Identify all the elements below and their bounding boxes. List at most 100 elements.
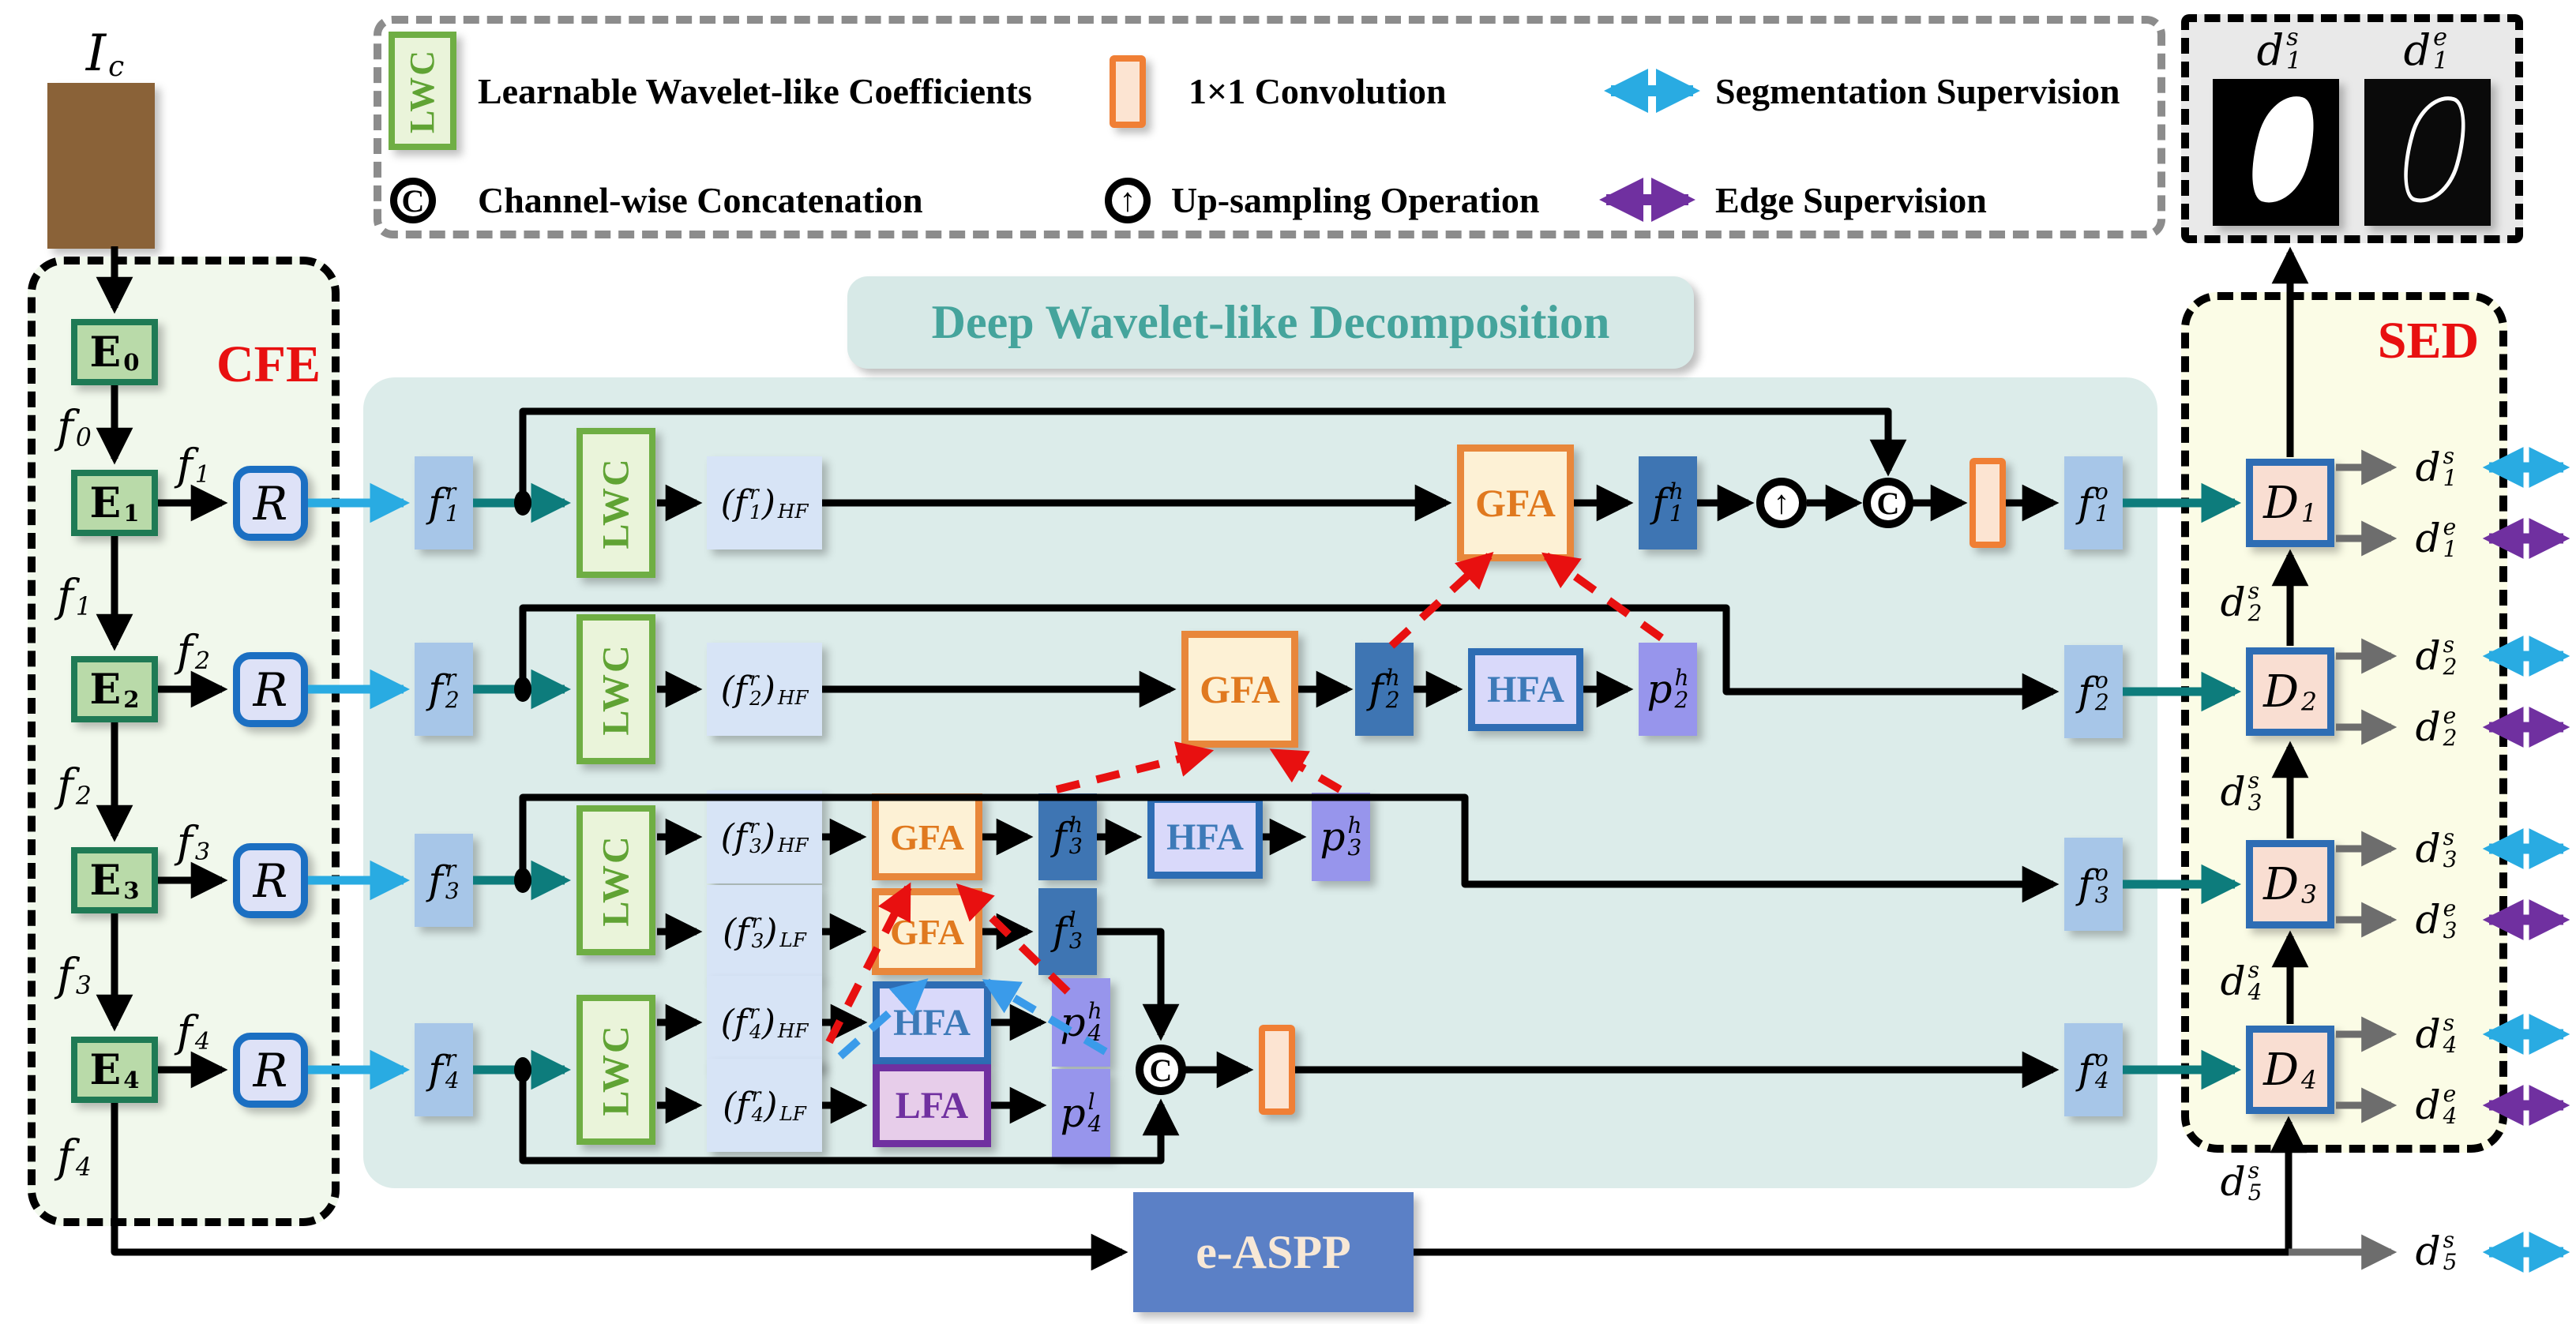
legend-upsample-icon: ↑ xyxy=(1105,178,1151,223)
sed-title: SED xyxy=(2377,312,2480,369)
prediction-edge-image xyxy=(2364,79,2491,226)
r1-text: R xyxy=(253,476,288,531)
refine-block-r2: R xyxy=(233,652,308,727)
lwc4-box: LWC xyxy=(576,995,655,1145)
gfa2-text: GFA xyxy=(1200,667,1280,711)
gfa3-hf-box: GFA xyxy=(872,793,982,880)
legend-item-upsample: Up-sampling Operation xyxy=(1171,179,1540,220)
prediction-mask-image xyxy=(2213,79,2339,226)
concat-op-row1-glyph: C xyxy=(1876,485,1900,521)
junction-dot-row3 xyxy=(514,868,531,893)
legend-item-seg: Segmentation Supervision xyxy=(1715,70,2120,111)
junction-dot-row1 xyxy=(514,490,531,516)
gfa1-box: GFA xyxy=(1457,444,1574,561)
junction-dot-row4 xyxy=(514,1057,531,1082)
lfa4-box: LFA xyxy=(873,1064,991,1147)
upsample-op-row1: ↑ xyxy=(1756,478,1807,528)
conv1x1-row4 xyxy=(1259,1025,1295,1115)
legend-item-concat: Channel-wise Concatenation xyxy=(478,179,923,220)
legend-item-conv: 1×1 Convolution xyxy=(1188,70,1447,111)
gfa2-box: GFA xyxy=(1181,631,1298,748)
concat-op-row4: C xyxy=(1136,1045,1186,1095)
refine-block-r1: R xyxy=(233,466,308,541)
conv1x1-row1 xyxy=(1970,458,2006,548)
concat-op-row4-glyph: C xyxy=(1149,1052,1173,1088)
lwc1-box: LWC xyxy=(576,428,655,578)
r2-text: R xyxy=(253,662,288,717)
easpp-text: e-ASPP xyxy=(1196,1225,1351,1278)
legend-item-edge: Edge Supervision xyxy=(1715,179,1987,220)
lwc2-box: LWC xyxy=(576,614,655,764)
easpp-box: e-ASPP xyxy=(1133,1192,1414,1312)
hfa3-box: HFA xyxy=(1147,796,1263,879)
legend-upsample-icon-text: ↑ xyxy=(1119,182,1136,219)
hfa2-box: HFA xyxy=(1468,648,1583,731)
lwc3-box: LWC xyxy=(576,805,655,955)
dwd-title: Deep Wavelet-like Decomposition xyxy=(931,296,1610,348)
upsample-op-glyph: ↑ xyxy=(1773,485,1790,521)
concat-op-row1: C xyxy=(1863,478,1913,528)
refine-block-r3: R xyxy=(233,843,308,918)
gfa3-hf-text: GFA xyxy=(890,816,964,857)
legend-conv-icon xyxy=(1110,55,1146,128)
legend-concat-icon-text: C xyxy=(401,182,425,219)
hfa2-text: HFA xyxy=(1487,669,1564,711)
legend-item-lwc: Learnable Wavelet-like Coefficients xyxy=(478,70,1032,111)
refine-block-r4: R xyxy=(233,1033,308,1108)
legend-concat-icon: C xyxy=(390,178,436,223)
cfe-title: CFE xyxy=(216,336,321,393)
dwd-title-box: Deep Wavelet-like Decomposition xyxy=(847,276,1694,369)
hfa3-text: HFA xyxy=(1166,816,1244,858)
r3-text: R xyxy=(253,853,288,908)
r4-text: R xyxy=(253,1043,288,1097)
